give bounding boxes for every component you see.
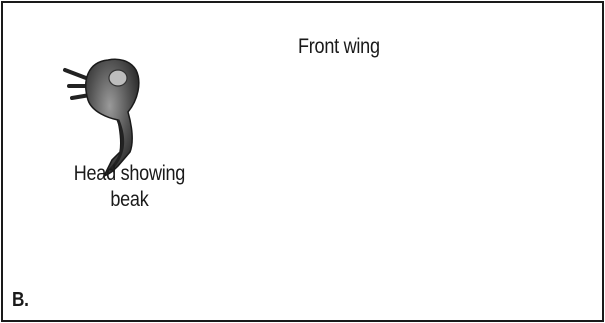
head-label-line-2: beak: [52, 187, 207, 213]
head-label-line-1: Head showing: [52, 161, 207, 187]
front-wing-label: Front wing: [298, 34, 380, 60]
panel-letter: B.: [12, 288, 29, 313]
head-with-beak-figure: [65, 59, 139, 176]
head-label: Head showing beak: [52, 161, 207, 214]
